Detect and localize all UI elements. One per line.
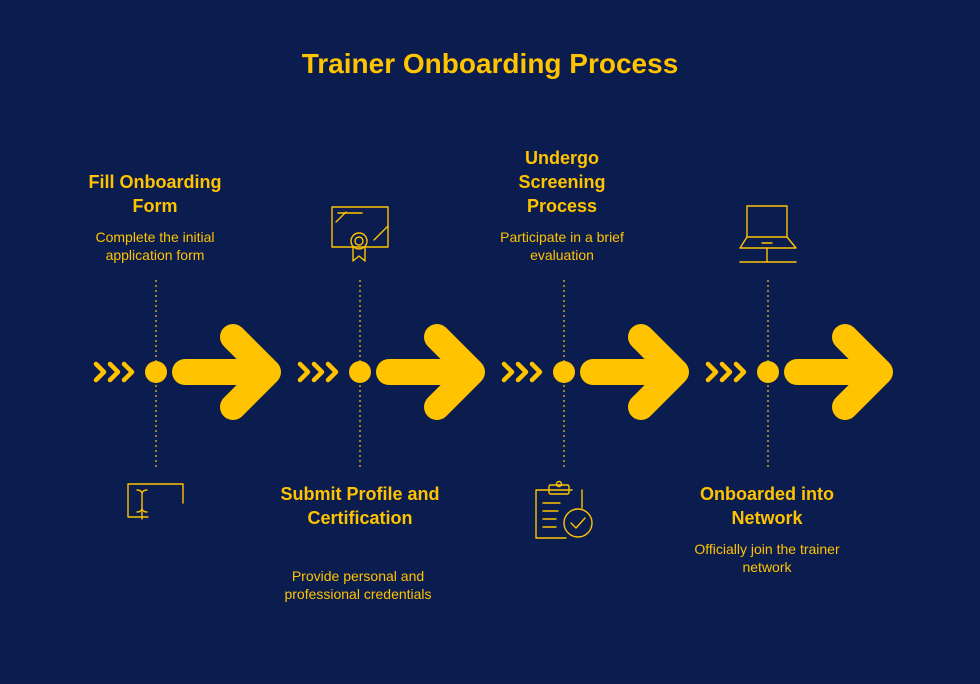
step-1-arrow [172,324,281,420]
step-2-chevrons [297,361,339,383]
step-1-chevrons [93,361,135,383]
step-3-arrow [580,324,689,420]
step-3-description: Participate in a brief evaluation [500,229,624,263]
page-title: Trainer Onboarding Process [301,48,679,79]
step-2-description: Provide personal and professional creden… [284,568,432,602]
clipboard-check-icon [535,480,593,539]
step-2-arrow [376,324,485,420]
step-4-chevrons [705,361,747,383]
certificate-icon [331,206,389,262]
step-2-node [349,361,371,383]
step-4-connector [705,280,893,468]
step-1-heading: Fill Onboarding Form [88,172,222,216]
step-4-heading: Onboarded into Network [700,484,834,528]
step-3-connector [501,280,689,468]
step-4-description: Officially join the trainer network [694,541,840,575]
form-cursor-icon [127,483,184,520]
step-2-heading: Submit Profile and Certification [280,484,440,528]
step-4-node [757,361,779,383]
laptop-icon [739,205,797,263]
step-3-chevrons [501,361,543,383]
step-4-arrow [784,324,893,420]
step-3-node [553,361,575,383]
step-3-heading: Undergo Screening Process [518,148,606,216]
step-1-connector [93,280,281,468]
step-1-node [145,361,167,383]
step-1-description: Complete the initial application form [95,229,215,263]
step-2-connector [297,280,485,468]
